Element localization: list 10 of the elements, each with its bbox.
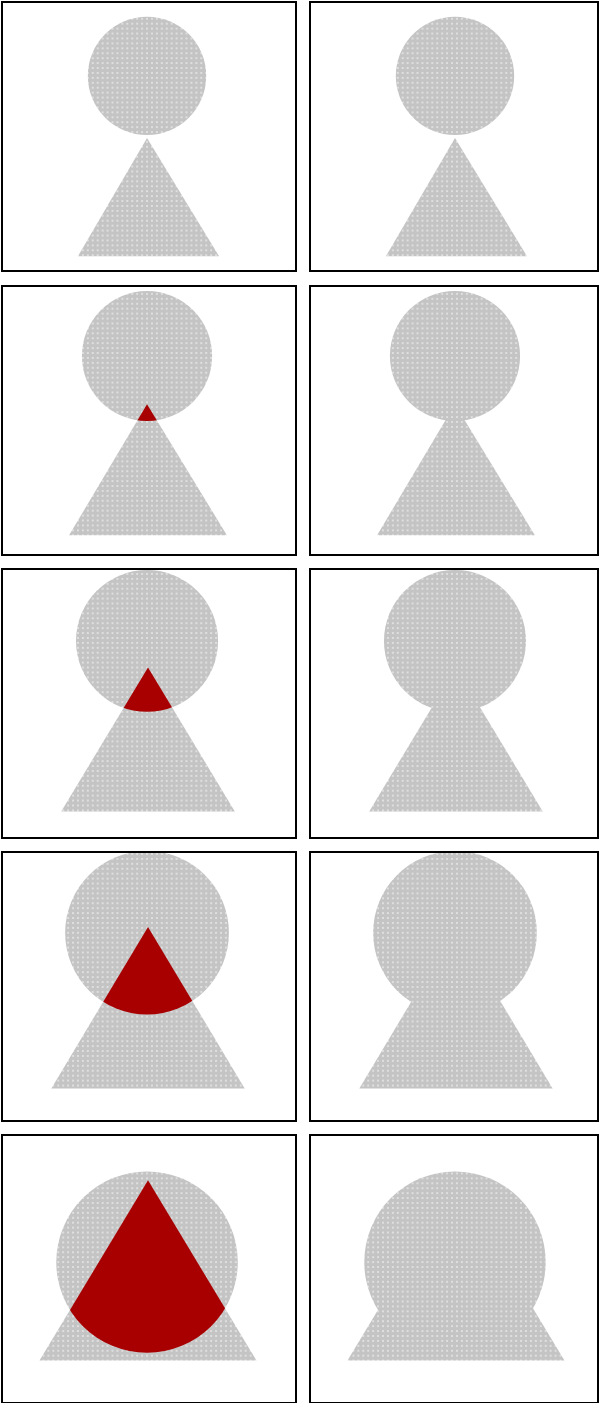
figure-panel xyxy=(1,568,297,839)
figure-panel xyxy=(309,1,599,272)
figure-panel xyxy=(309,568,599,839)
figure-panel xyxy=(1,285,297,556)
figure-panel xyxy=(309,1134,599,1403)
figure-panel xyxy=(309,851,599,1122)
figure-panel xyxy=(1,851,297,1122)
figure-panel xyxy=(1,1134,297,1403)
figure-panel xyxy=(1,1,297,272)
figure-panel xyxy=(309,285,599,556)
